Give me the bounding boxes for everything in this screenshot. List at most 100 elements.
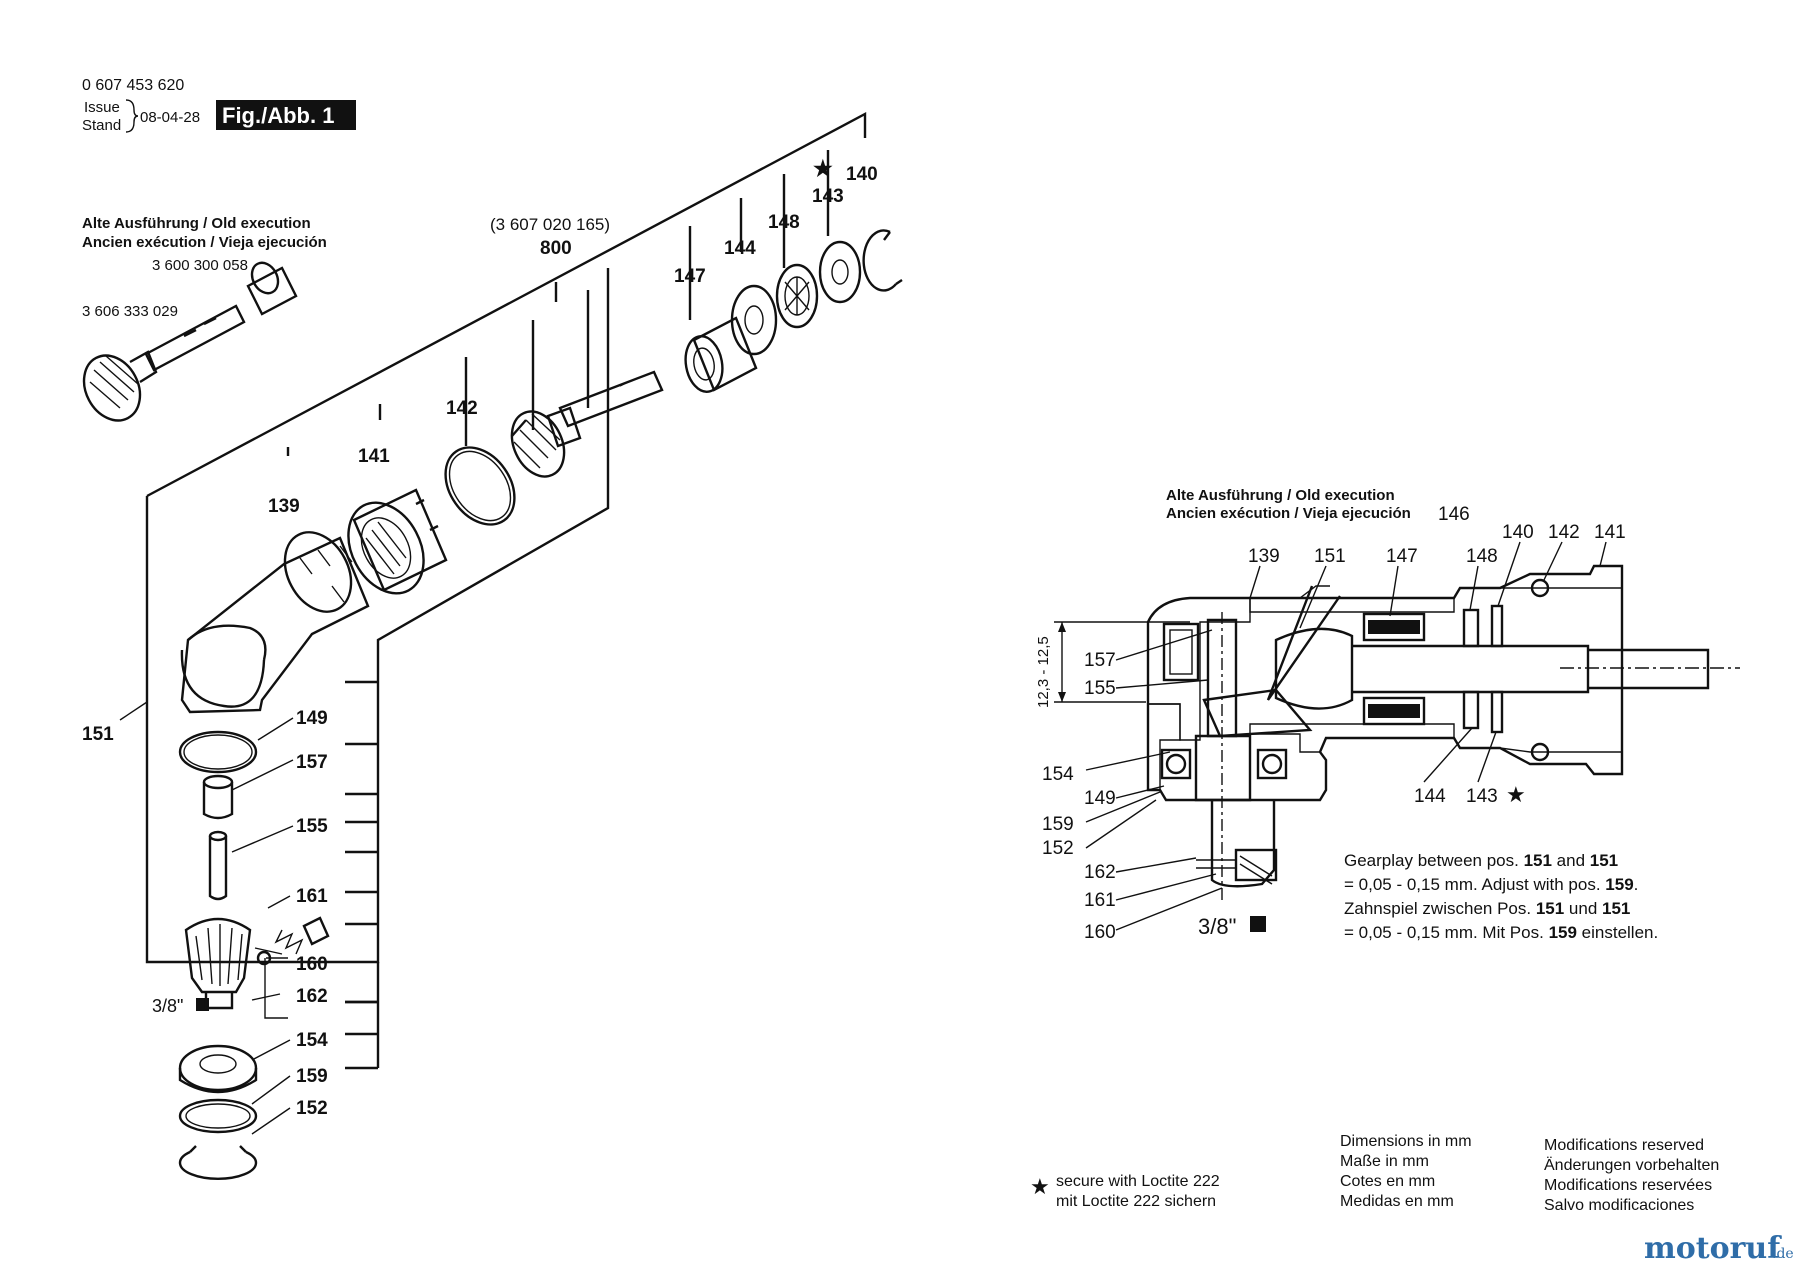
- gearplay-de-1d: 151: [1602, 899, 1630, 918]
- label-141: 141: [358, 446, 390, 467]
- gearplay-de-1a: Zahnspiel zwischen Pos.: [1344, 899, 1536, 918]
- site-logo-tld: .de: [1772, 1246, 1794, 1262]
- label-139: 139: [268, 496, 300, 517]
- section-leaders-bottom: [1423, 727, 1497, 783]
- assembly-800-part-number: (3 607 020 165): [490, 215, 610, 234]
- section-leader-146: [1299, 585, 1330, 599]
- modifications-de: Änderungen vorbehalten: [1544, 1156, 1719, 1174]
- label-152: 152: [296, 1098, 328, 1119]
- gearplay-de-1b: 151: [1536, 899, 1564, 918]
- star-symbol-143: ★: [813, 156, 833, 181]
- section-old-execution-2: Ancien exécution / Vieja ejecución: [1166, 505, 1411, 522]
- label-148: 148: [768, 212, 800, 233]
- modifications-fr: Modifications reservées: [1544, 1177, 1712, 1194]
- label-157: 157: [296, 752, 328, 773]
- stand-label: Stand: [82, 117, 121, 134]
- section-star-143: ★: [1506, 782, 1526, 807]
- section-leaders-left: [1085, 629, 1223, 931]
- label-161: 161: [296, 886, 328, 907]
- bushing-157: [202, 774, 234, 820]
- gearplay-en-1d: 151: [1590, 851, 1618, 870]
- old-part-b-number: 3 606 333 029: [82, 303, 178, 320]
- gearplay-en-2a: = 0,05 - 0,15 mm. Adjust with pos.: [1344, 875, 1605, 894]
- figure-label: Fig./Abb. 1: [222, 103, 334, 128]
- section-square-drive-icon: [1250, 916, 1266, 932]
- section-label-160: 160: [1084, 922, 1116, 943]
- leader-lines-exploded: [231, 717, 294, 1135]
- modifications-es: Salvo modificaciones: [1544, 1197, 1694, 1214]
- section-label-140: 140: [1502, 522, 1534, 543]
- label-140: 140: [846, 164, 878, 185]
- bracket-162: [264, 957, 288, 1019]
- nut-141: [347, 488, 448, 595]
- assembly-800-label: 800: [540, 238, 572, 259]
- gearplay-en-2c: .: [1634, 875, 1639, 894]
- label-159: 159: [296, 1066, 328, 1087]
- section-label-149: 149: [1084, 788, 1116, 809]
- section-label-151: 151: [1314, 546, 1346, 567]
- gearplay-de-2b: 159: [1549, 923, 1577, 942]
- gear-housing-139: [180, 531, 370, 714]
- label-149: 149: [296, 708, 328, 729]
- section-label-142: 142: [1548, 522, 1580, 543]
- old-bushing-drawing: [246, 261, 298, 316]
- section-label-152: 152: [1042, 838, 1074, 859]
- ball-bearing-154: [178, 1044, 258, 1094]
- section-drive-size: 3/8": [1198, 914, 1236, 939]
- figure-label-box: [216, 100, 356, 130]
- sleeve-160: [302, 916, 330, 946]
- label-151: 151: [82, 724, 114, 745]
- needle-bearing-148: [775, 263, 819, 329]
- retaining-ring-140: [862, 229, 903, 292]
- shim-159: [178, 1098, 258, 1134]
- old-part-a-number: 3 600 300 058: [152, 257, 248, 274]
- gearplay-en-1b: 151: [1524, 851, 1552, 870]
- old-execution-title-1: Alte Ausführung / Old execution: [82, 215, 311, 232]
- section-drawing: [1146, 564, 1740, 900]
- dimensions-es: Medidas en mm: [1340, 1193, 1454, 1210]
- section-label-143: 143: [1466, 786, 1498, 807]
- svg-text:Zahnspiel zwischen Pos. 151 un: Zahnspiel zwischen Pos. 151 und 151: [1344, 899, 1630, 918]
- loctite-star-icon: ★: [1030, 1174, 1050, 1199]
- leader-151: [119, 701, 148, 721]
- gearplay-de-2a: = 0,05 - 0,15 mm. Mit Pos.: [1344, 923, 1549, 942]
- washer-144: [730, 284, 778, 356]
- spring-161: [274, 929, 304, 955]
- o-ring-142: [444, 446, 516, 526]
- section-label-154: 154: [1042, 764, 1074, 785]
- svg-text:= 0,05 - 0,15 mm. Adjust with: = 0,05 - 0,15 mm. Adjust with pos. 159.: [1344, 875, 1638, 894]
- section-label-162: 162: [1084, 862, 1116, 883]
- section-leaders-top: [1249, 541, 1607, 629]
- gearplay-en-1a: Gearplay between pos.: [1344, 851, 1524, 870]
- label-144: 144: [724, 238, 756, 259]
- section-label-148: 148: [1466, 546, 1498, 567]
- section-label-141: 141: [1594, 522, 1626, 543]
- retaining-ring-152: [178, 1145, 258, 1180]
- dimensions-fr: Cotes en mm: [1340, 1173, 1435, 1190]
- old-pinion-shaft-drawing: [82, 304, 246, 422]
- bevel-gear-151-lower: [184, 917, 252, 1010]
- site-logo: motoruf: [1644, 1231, 1782, 1266]
- section-label-159: 159: [1042, 814, 1074, 835]
- section-label-157: 157: [1084, 650, 1116, 671]
- issue-date: 08-04-28: [140, 109, 200, 126]
- section-label-139: 139: [1248, 546, 1280, 567]
- label-147: 147: [674, 266, 706, 287]
- gearplay-en-2b: 159: [1605, 875, 1633, 894]
- section-old-execution-1: Alte Ausführung / Old execution: [1166, 487, 1395, 504]
- drive-size-label: 3/8": [152, 996, 183, 1016]
- gearplay-en-1c: and: [1552, 851, 1590, 870]
- dimension-label: 12,3 - 12,5: [1035, 636, 1052, 708]
- washer-143: [818, 240, 862, 304]
- old-execution-title-2: Ancien exécution / Vieja ejecución: [82, 234, 327, 251]
- label-154: 154: [296, 1030, 328, 1051]
- doc-number: 0 607 453 620: [82, 77, 184, 94]
- o-ring-149: [178, 730, 258, 774]
- svg-text:= 0,05 - 0,15 mm. Mit Pos. 159: = 0,05 - 0,15 mm. Mit Pos. 159 einstelle…: [1344, 923, 1658, 942]
- label-143: 143: [812, 186, 844, 207]
- dimension-lines: [1054, 621, 1190, 703]
- section-label-161: 161: [1084, 890, 1116, 911]
- pinion-shaft-800: [510, 370, 664, 478]
